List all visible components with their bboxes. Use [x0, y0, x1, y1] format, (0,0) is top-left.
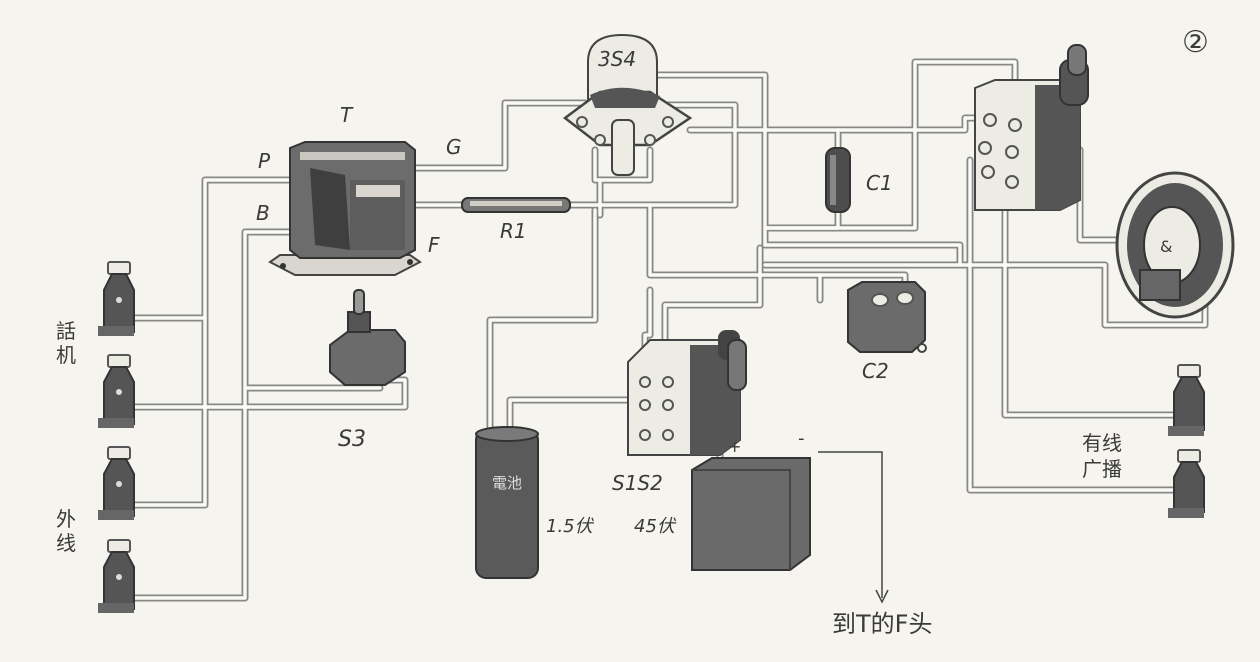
svg-text:&: & [1160, 237, 1172, 256]
label-p: P [258, 149, 271, 173]
label-battery-45v: 45伏 [634, 516, 677, 537]
label-outer-2: 线 [56, 531, 76, 555]
figure-number: ② [1182, 25, 1209, 60]
label-broadcast-1: 有线 [1082, 431, 1122, 455]
capacitor-c1 [825, 147, 851, 213]
terminal-post [1168, 449, 1205, 518]
label-tube: 3S4 [598, 47, 636, 71]
selector-switch [974, 44, 1089, 211]
label-f: F [428, 233, 440, 257]
wire-g [406, 99, 589, 172]
terminal-post [98, 261, 135, 336]
capacitor-c2 [847, 281, 927, 353]
terminal-posts-right [1168, 364, 1205, 518]
label-s1s2: S1S2 [612, 471, 663, 495]
terminal-post [1168, 364, 1205, 436]
label-c1: C1 [866, 171, 893, 195]
terminal-posts-left [98, 261, 135, 613]
transformer [268, 141, 422, 276]
label-s3: S3 [338, 427, 366, 452]
resistor-r1 [461, 197, 571, 213]
label-battery-1-5v: 1.5伏 [546, 516, 595, 537]
label-g: G [446, 135, 462, 159]
vacuum-tube-3s4 [562, 33, 693, 176]
label-to-t-f: 到T的F头 [832, 610, 932, 638]
battery-plus: + [728, 437, 741, 456]
battery-45v: + - [691, 428, 811, 571]
battery-small-text: 電池 [492, 474, 522, 492]
label-outer-1: 外 [56, 507, 76, 531]
lead-to-t-f [818, 451, 883, 598]
terminal-post [98, 446, 135, 520]
label-b: B [256, 201, 270, 225]
arrow-down-icon [875, 589, 889, 604]
battery-minus: - [798, 428, 805, 449]
switch-s3 [329, 289, 406, 386]
switch-s1s2 [627, 330, 747, 456]
label-c2: C2 [862, 359, 889, 383]
label-handset-2: 机 [56, 343, 76, 367]
label-r1: R1 [500, 219, 527, 243]
label-transformer: T [340, 103, 354, 127]
terminal-post [98, 354, 135, 428]
label-broadcast-2: 广播 [1082, 457, 1122, 481]
terminal-post [98, 539, 135, 613]
label-handset-1: 話 [56, 319, 76, 343]
battery-1-5v: 電池 [475, 426, 539, 579]
earphone-speaker: & [1115, 171, 1235, 319]
